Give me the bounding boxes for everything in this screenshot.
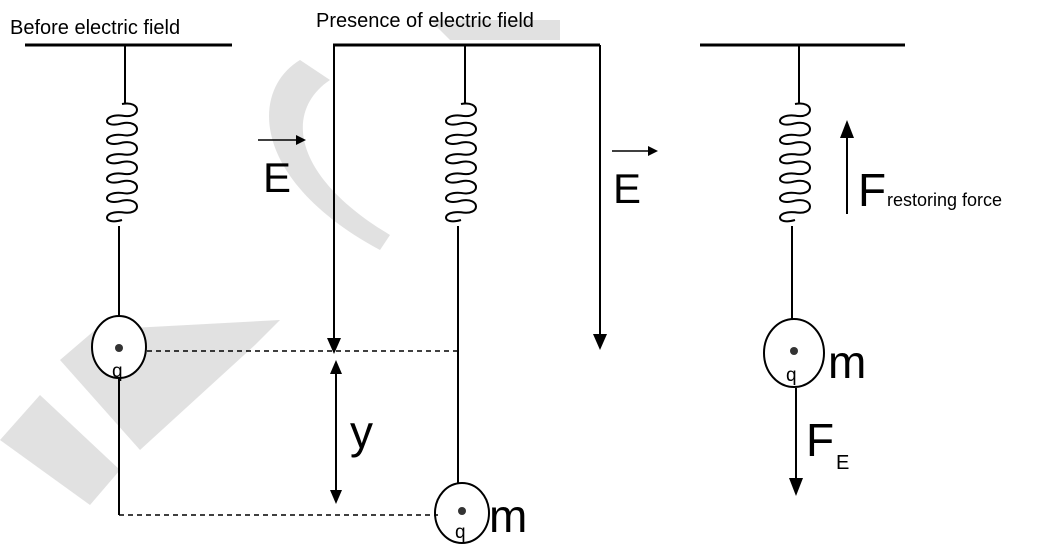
charge-dot-left [115,344,123,352]
watermark [0,20,560,505]
field-symbol-right: E [613,165,641,212]
charge-label-middle: q [455,522,466,543]
before-field-title: Before electric field [10,17,180,39]
watermark-letter-l [430,20,560,40]
field-line-left-arrowhead [327,338,341,354]
field-symbol-left: E [263,154,291,201]
charge-label-right: q [786,365,797,386]
field-vector-label-left: E [258,135,306,201]
spring-right [779,102,811,223]
restoring-force-symbol: F [858,164,886,216]
field-vector-label-right: E [612,146,658,212]
displacement-label: y [350,406,373,458]
electric-force-subscript: E [836,452,849,474]
electric-force-arrowhead [789,478,803,496]
watermark-letter-r [0,395,120,505]
electric-force-symbol: F [806,414,834,466]
charge-label-left: q [112,361,123,382]
watermark-letter-c [269,60,390,250]
spring-middle [445,102,477,223]
mass-label-right: m [828,336,866,388]
displacement-arrowhead-bottom [330,490,342,504]
restoring-force-subscript: restoring force [887,190,1002,210]
charge-dot-right [790,347,798,355]
charge-dot-middle [458,507,466,515]
system-presence-field: Presence of electric field q m E E [119,10,658,544]
system-forces: q m F restoring force F E [700,43,1002,496]
field-line-right-arrowhead [593,334,607,350]
restoring-force-arrowhead [840,120,854,138]
system-before-field: Before electric field q [10,17,232,515]
presence-field-title: Presence of electric field [316,10,534,32]
spring-left [106,102,138,223]
displacement-arrowhead-top [330,360,342,374]
mass-label-middle: m [489,490,527,542]
